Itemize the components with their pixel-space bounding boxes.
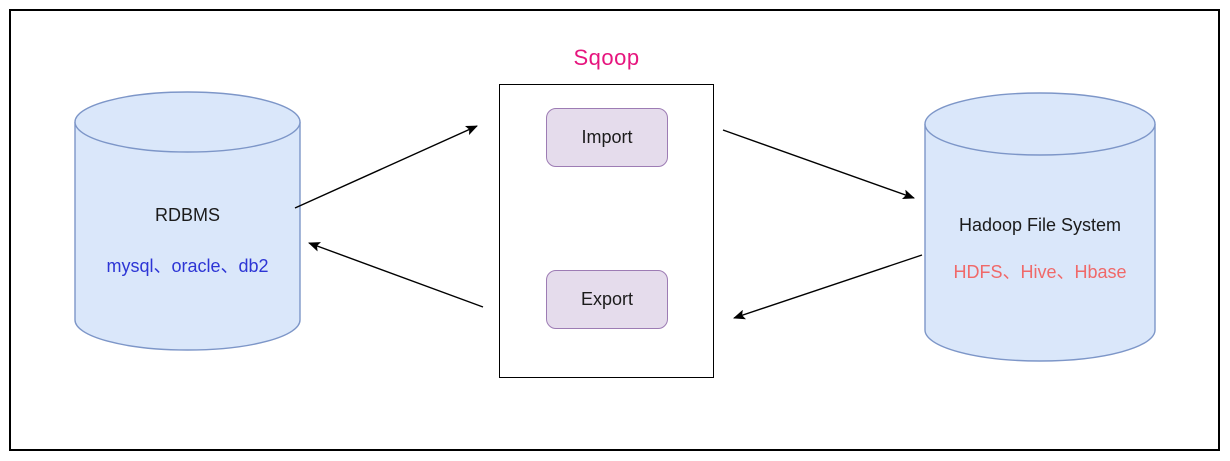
- rdbms-cylinder: [74, 91, 301, 351]
- diagram-frame: [9, 9, 1220, 451]
- hadoop-subtitle: HDFS、Hive、Hbase: [953, 262, 1127, 282]
- arrow-hadoop-to-sqoop: [733, 254, 923, 320]
- import-node: Import: [546, 108, 668, 167]
- arrow-rdbms-to-sqoop: [294, 125, 478, 209]
- rdbms-subtitle: mysql、oracle、db2: [106, 256, 269, 276]
- import-node-label: Import: [581, 127, 633, 147]
- rdbms-title: RDBMS: [154, 205, 220, 225]
- hadoop-title: Hadoop File System: [958, 215, 1122, 235]
- hadoop-cylinder: [924, 92, 1156, 362]
- arrow-sqoop-to-hadoop: [722, 129, 915, 200]
- arrow-sqoop-to-rdbms: [308, 242, 484, 308]
- export-node-label: Export: [580, 289, 634, 309]
- export-node: Export: [546, 270, 668, 329]
- sqoop-title: Sqoop: [573, 45, 640, 70]
- sqoop-box: [499, 84, 714, 378]
